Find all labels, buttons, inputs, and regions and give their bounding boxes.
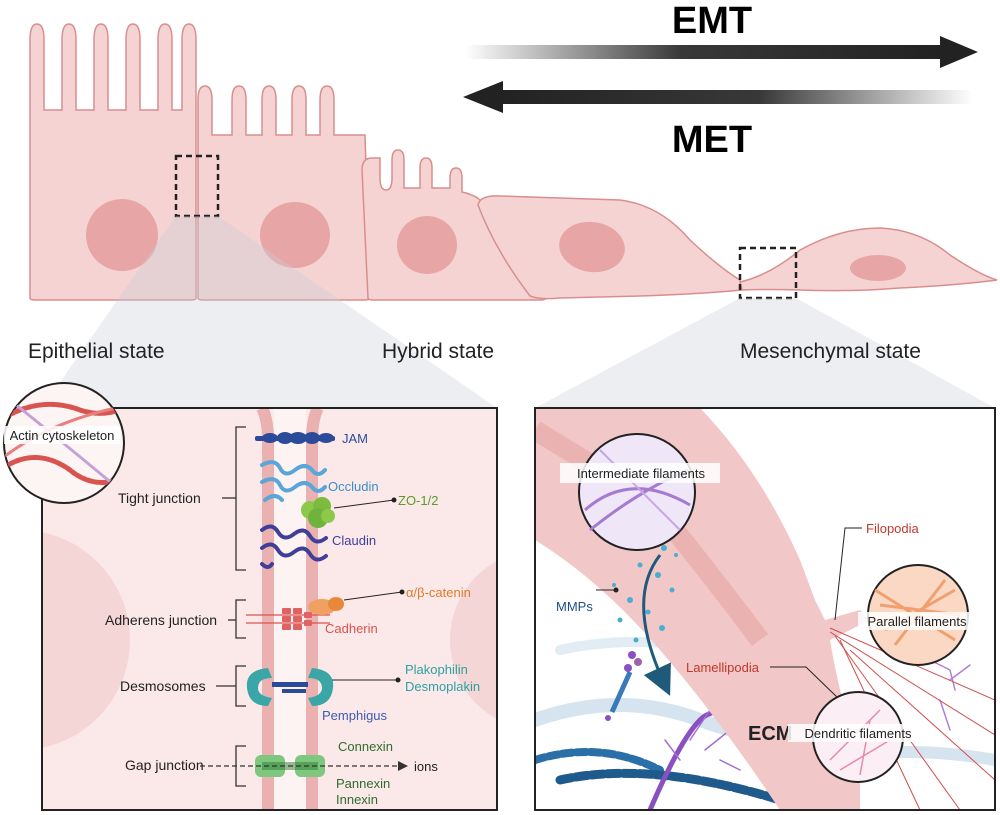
junction-brackets (216, 426, 246, 787)
intermediate-inset: Intermediate filaments (560, 433, 720, 551)
claudin-label: Claudin (332, 533, 376, 548)
left-nucleus-ghost (42, 532, 130, 748)
plakophilin-label: Plakophilin (405, 662, 468, 677)
dendritic-label: Dendritic filaments (805, 726, 912, 741)
zo-protein (301, 497, 397, 528)
gap-junction-label: Gap junction (125, 757, 204, 773)
filopodia-label: Filopodia (866, 521, 920, 536)
zo-label: ZO-1/2 (398, 493, 438, 508)
left-panel: Tight junction Adherens junction Desmoso… (41, 407, 498, 811)
mmp-arrow (642, 554, 671, 696)
jam-protein (255, 432, 335, 444)
right-panel: Intermediate filaments Filopodia Paralle… (534, 407, 996, 811)
pannexin-label: Pannexin (336, 776, 390, 791)
dendritic-inset: Dendritic filaments (788, 691, 930, 783)
occludin-label: Occludin (328, 479, 379, 494)
lamellipodia-label: Lamellipodia (686, 660, 760, 675)
met-arrow (463, 81, 973, 113)
gap-junction-protein (200, 755, 408, 777)
cadherin-protein (246, 608, 330, 630)
mmps-label: MMPs (556, 599, 593, 614)
catenin-protein (308, 589, 405, 615)
innexin-label: Innexin (336, 792, 378, 807)
cadherin-label: Cadherin (325, 621, 378, 636)
nuclei (86, 199, 906, 281)
emt-label: EMT (672, 0, 752, 42)
epithelial-state-label: Epithelial state (28, 340, 165, 363)
met-label: MET (672, 119, 752, 161)
occludin-protein (260, 460, 327, 502)
desmoplakin-label: Desmoplakin (405, 679, 480, 694)
zoom-box-epithelial (174, 154, 220, 218)
connexin-label: Connexin (338, 739, 393, 754)
tight-junction-label: Tight junction (118, 490, 201, 506)
nucleus-5 (850, 255, 906, 281)
parallel-inset: Parallel filaments (858, 564, 976, 666)
nucleus-1 (86, 199, 158, 271)
actin-inset: Actin cytoskeleton (3, 382, 125, 504)
ecm-label: ECM (748, 723, 792, 745)
pemphigus-label: Pemphigus (322, 708, 388, 723)
zoom-cone-left (42, 216, 497, 408)
jam-label: JAM (342, 431, 368, 446)
zoom-box-mesenchymal (738, 246, 798, 300)
desmosomes-label: Desmosomes (120, 678, 206, 694)
mesenchymal-state-label: Mesenchymal state (740, 340, 921, 363)
nucleus-4 (559, 221, 625, 273)
zoom-cone-right (535, 298, 995, 408)
emt-arrow (465, 36, 978, 68)
hybrid-state-label: Hybrid state (382, 340, 494, 363)
adherens-junction-label: Adherens junction (105, 612, 217, 628)
nucleus-3 (397, 216, 457, 274)
membrane-left (256, 408, 274, 810)
catenin-label: α/β-catenin (406, 585, 471, 600)
desmosome-protein (246, 668, 401, 706)
ions-label: ions (414, 759, 438, 774)
mmp-chain (605, 651, 642, 721)
nucleus-2 (260, 202, 330, 268)
intermediate-label: Intermediate filaments (577, 466, 705, 481)
actin-label: Actin cytoskeleton (10, 428, 115, 443)
claudin-protein (260, 524, 328, 569)
parallel-label: Parallel filaments (868, 614, 967, 629)
